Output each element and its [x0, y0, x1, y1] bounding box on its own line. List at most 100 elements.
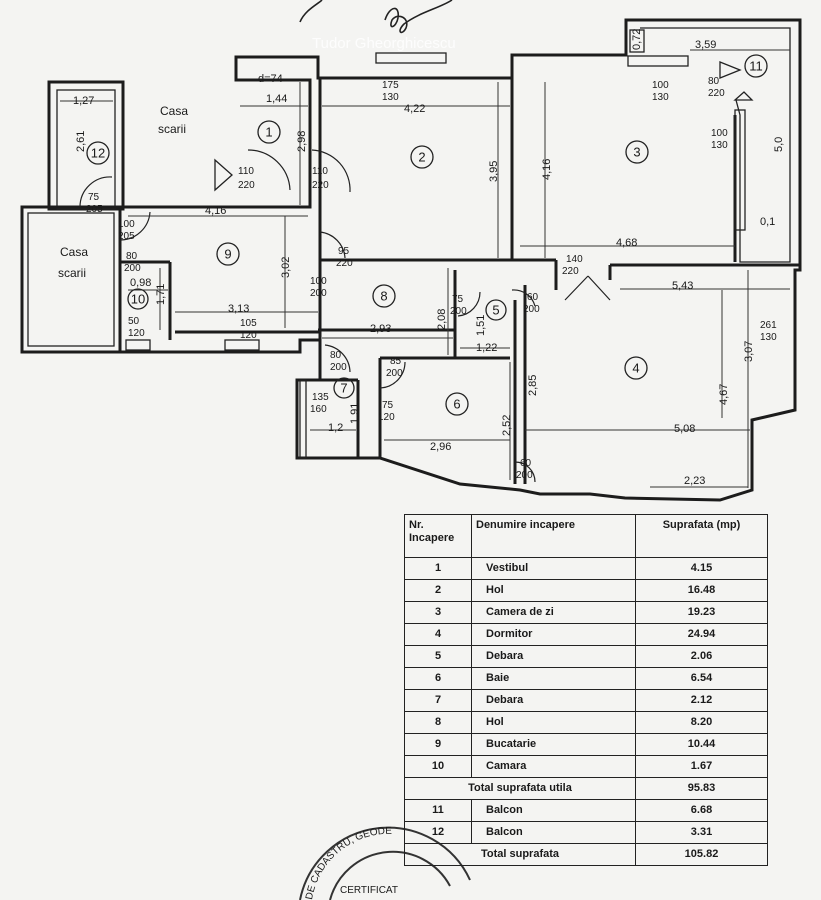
- svg-text:1,71: 1,71: [155, 284, 167, 305]
- svg-text:50: 50: [128, 316, 140, 327]
- header-nr: Nr. Incapere: [404, 514, 472, 558]
- svg-text:140: 140: [566, 254, 583, 265]
- svg-text:220: 220: [708, 88, 725, 99]
- svg-text:4,16: 4,16: [205, 205, 226, 217]
- room-marker-4: 4: [632, 361, 639, 376]
- watermark-text: Tudor Gheorghicescu: [312, 35, 456, 52]
- room-marker-3: 3: [633, 145, 640, 160]
- svg-text:100: 100: [118, 219, 135, 230]
- svg-text:0,1: 0,1: [760, 216, 775, 228]
- svg-text:1,91: 1,91: [349, 403, 361, 424]
- apartment-outer-wall: [22, 18, 802, 502]
- svg-text:200: 200: [310, 288, 327, 299]
- svg-text:220: 220: [238, 180, 255, 191]
- header-area: Suprafata (mp): [635, 514, 768, 558]
- svg-text:110: 110: [312, 166, 328, 177]
- room-markers: 1 2 3 4 5 6 7 8 9 10 11 12: [86, 54, 768, 416]
- svg-text:5,08: 5,08: [674, 423, 695, 435]
- svg-text:1,27: 1,27: [73, 95, 94, 107]
- svg-text:105: 105: [240, 318, 257, 329]
- svg-text:75: 75: [452, 294, 464, 305]
- svg-text:261: 261: [760, 320, 777, 331]
- svg-text:2,23: 2,23: [684, 475, 705, 487]
- svg-text:120: 120: [378, 412, 395, 423]
- room-marker-6: 6: [453, 397, 460, 412]
- svg-text:110: 110: [238, 166, 254, 177]
- svg-text:160: 160: [310, 404, 327, 415]
- room-marker-12: 12: [91, 146, 105, 161]
- room-marker-1: 1: [265, 125, 272, 140]
- svg-text:130: 130: [652, 92, 669, 103]
- room-marker-7: 7: [340, 381, 347, 396]
- svg-text:80: 80: [126, 251, 138, 262]
- signature: [299, 0, 453, 34]
- svg-text:120: 120: [240, 330, 257, 341]
- svg-text:135: 135: [312, 392, 329, 403]
- svg-text:85: 85: [390, 356, 402, 367]
- staircase-top-label-1: Casa: [160, 104, 188, 118]
- svg-text:1,44: 1,44: [266, 93, 287, 105]
- svg-text:175: 175: [382, 80, 399, 91]
- svg-text:75: 75: [88, 192, 100, 203]
- svg-text:130: 130: [760, 332, 777, 343]
- svg-text:220: 220: [562, 266, 579, 277]
- staircase-left-label-1: Casa: [60, 245, 88, 259]
- svg-text:3,02: 3,02: [280, 257, 292, 278]
- svg-text:2,85: 2,85: [527, 375, 539, 396]
- svg-text:100: 100: [711, 128, 728, 139]
- table-header-row: Nr. Incapere Denumire incapere Suprafata…: [404, 514, 768, 558]
- svg-text:95: 95: [338, 246, 350, 257]
- room-12-balcony: [47, 80, 125, 211]
- header-name: Denumire incapere: [471, 514, 636, 558]
- svg-text:5,43: 5,43: [672, 280, 693, 292]
- svg-text:200: 200: [330, 362, 347, 373]
- svg-text:205: 205: [118, 231, 135, 242]
- svg-text:80: 80: [330, 350, 342, 361]
- svg-text:200: 200: [386, 368, 403, 379]
- svg-text:80: 80: [708, 76, 720, 87]
- windows: [125, 29, 746, 459]
- room-11-balcony-outline: [640, 27, 791, 263]
- svg-text:100: 100: [310, 276, 327, 287]
- svg-text:130: 130: [382, 92, 399, 103]
- room-marker-2: 2: [418, 150, 425, 165]
- svg-text:130: 130: [711, 140, 728, 151]
- svg-text:3,13: 3,13: [228, 303, 249, 315]
- svg-text:1,2: 1,2: [328, 422, 343, 434]
- room-marker-9: 9: [224, 247, 231, 262]
- svg-text:2,52: 2,52: [501, 415, 513, 436]
- svg-text:200: 200: [450, 306, 467, 317]
- svg-text:2,08: 2,08: [436, 309, 448, 330]
- svg-text:3,59: 3,59: [695, 39, 716, 51]
- svg-text:d=74: d=74: [258, 73, 283, 85]
- room-marker-5: 5: [492, 303, 499, 318]
- svg-text:60: 60: [527, 292, 539, 303]
- stamp-center-text: CERTIFICAT: [340, 885, 398, 896]
- svg-text:200: 200: [516, 470, 533, 481]
- svg-text:1,51: 1,51: [475, 315, 487, 336]
- svg-text:2,96: 2,96: [430, 441, 451, 453]
- svg-text:2,61: 2,61: [75, 131, 87, 152]
- svg-text:205: 205: [86, 204, 103, 215]
- svg-text:60: 60: [520, 458, 532, 469]
- svg-text:220: 220: [312, 180, 329, 191]
- svg-text:120: 120: [128, 328, 145, 339]
- dimension-lines: [128, 49, 790, 488]
- svg-text:2,93: 2,93: [370, 323, 391, 335]
- svg-text:200: 200: [523, 304, 540, 315]
- svg-text:0,72: 0,72: [631, 29, 643, 50]
- svg-text:4,67: 4,67: [718, 384, 730, 405]
- svg-text:4,68: 4,68: [616, 237, 637, 249]
- svg-text:5,0: 5,0: [773, 137, 785, 152]
